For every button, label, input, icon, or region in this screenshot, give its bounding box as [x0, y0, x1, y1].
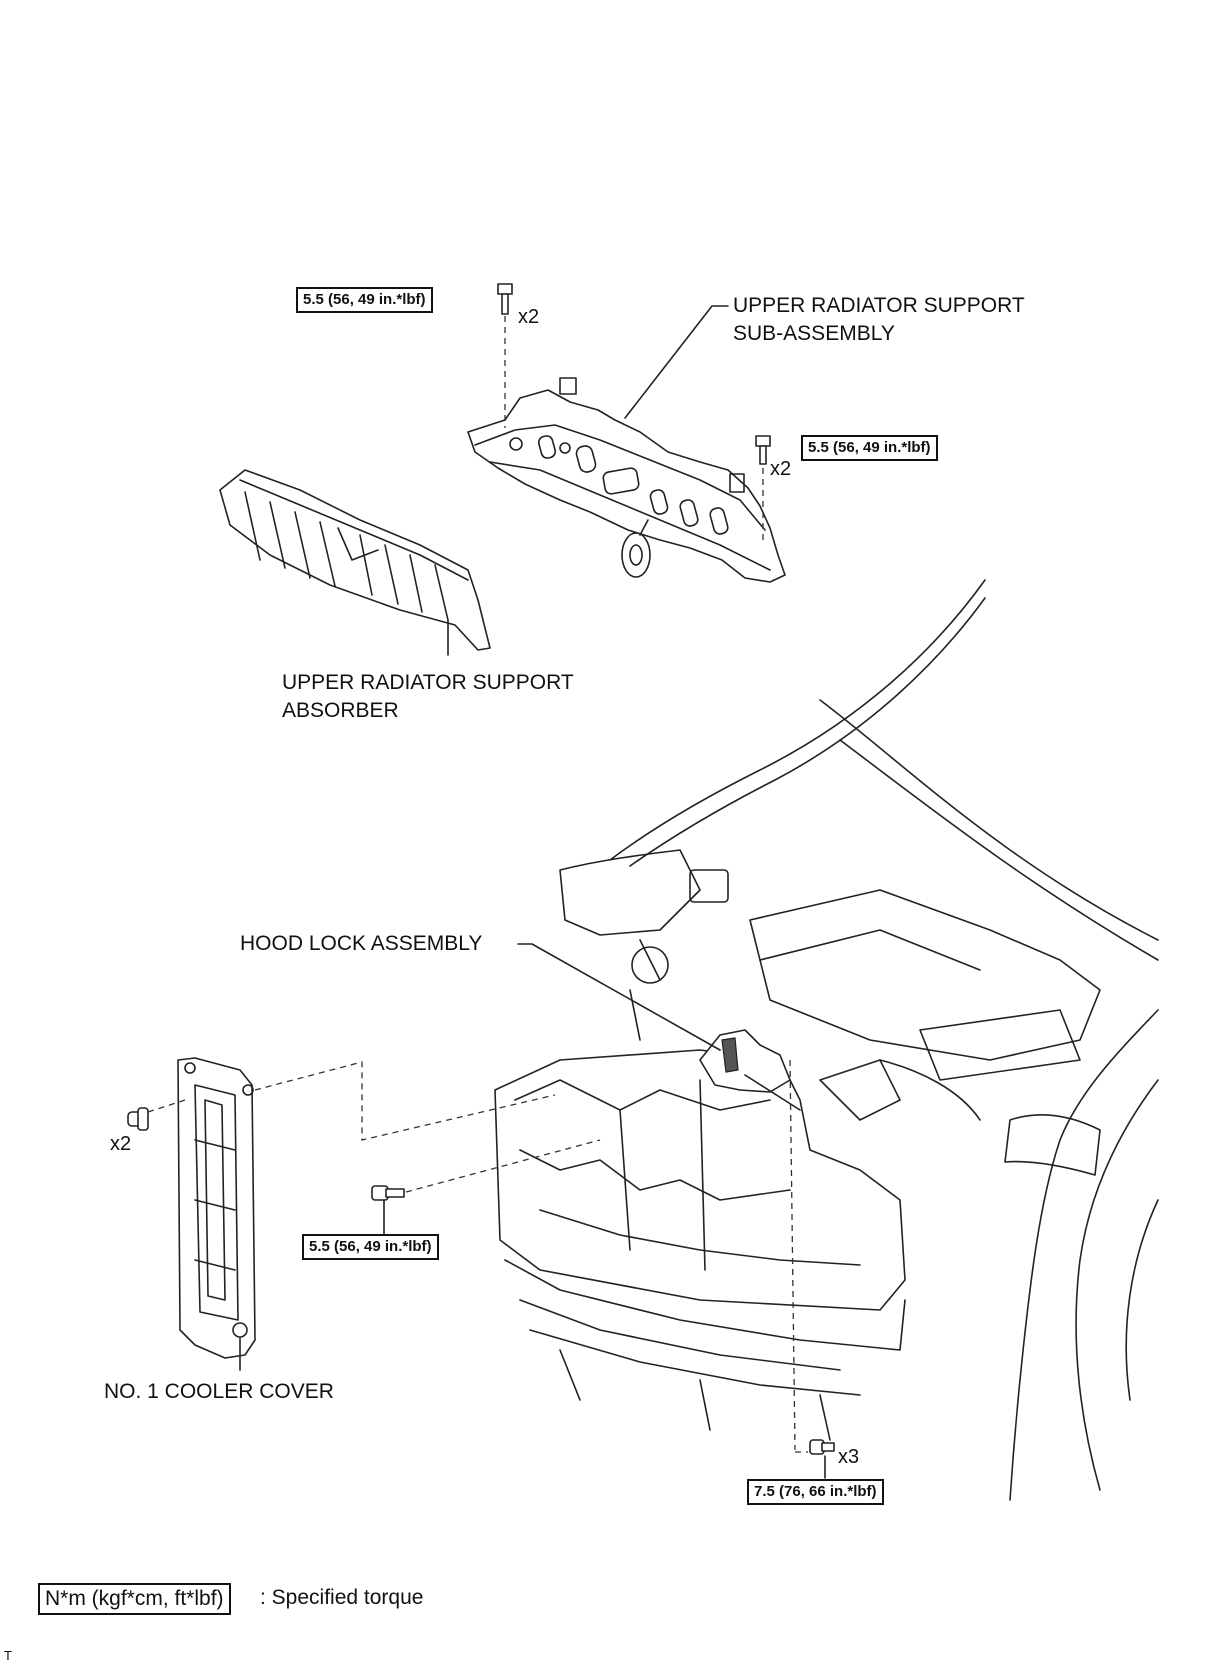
label-absorber-line2: ABSORBER [282, 699, 399, 722]
vehicle-front-body [494, 579, 1159, 1501]
qty-bottom: x3 [838, 1446, 860, 1468]
label-hood-lock: HOOD LOCK ASSEMBLY [240, 932, 483, 955]
label-absorber-line1: UPPER RADIATOR SUPPORT [282, 671, 574, 694]
label-upper-radiator-support-line1: UPPER RADIATOR SUPPORT [733, 294, 1025, 317]
bolt-top-left [497, 283, 513, 315]
bolt-top-right [755, 435, 771, 465]
label-upper-radiator-support-line2: SUB-ASSEMBLY [733, 322, 895, 345]
torque-box-middle: 5.5 (56, 49 in.*lbf) [302, 1234, 439, 1260]
torque-box-top-right: 5.5 (56, 49 in.*lbf) [801, 435, 938, 461]
absorber-part [219, 469, 491, 651]
qty-cooler-left: x2 [110, 1133, 132, 1155]
clip-left [127, 1107, 149, 1131]
qty-top-right: x2 [770, 458, 792, 480]
bolt-bottom [809, 1439, 835, 1455]
qty-top-left: x2 [518, 306, 540, 328]
upper-radiator-support-part [467, 377, 786, 583]
torque-box-top-left: 5.5 (56, 49 in.*lbf) [296, 287, 433, 313]
torque-box-bottom: 7.5 (76, 66 in.*lbf) [747, 1479, 884, 1505]
legend-text: : Specified torque [260, 1586, 424, 1609]
cooler-cover-part [177, 1057, 256, 1359]
bolt-middle [371, 1185, 405, 1201]
corner-mark: T [4, 1648, 12, 1663]
label-cooler-cover: NO. 1 COOLER COVER [104, 1380, 334, 1403]
legend-torque-box: N*m (kgf*cm, ft*lbf) [38, 1583, 231, 1615]
